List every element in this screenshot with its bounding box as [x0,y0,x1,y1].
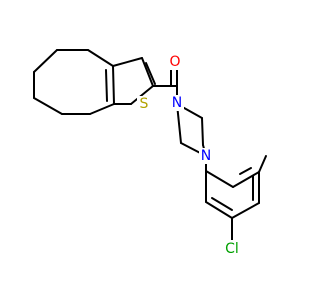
bond [201,117,204,146]
bond [145,62,156,85]
bond [239,167,252,175]
svg-text:N: N [201,148,211,164]
bond [33,97,63,115]
bond [130,85,154,105]
bond [205,201,233,219]
svg-text:N: N [172,95,182,111]
bond [105,69,108,102]
svg-text:Cl: Cl [225,241,239,257]
bond [205,170,234,188]
svg-text:O: O [169,54,180,70]
bond [141,57,154,87]
atom-label-chlorine: Cl [220,240,244,258]
bond [258,155,267,173]
atom-label-nitrogen-bottom: N [199,148,213,164]
bond-lines [33,49,267,249]
atom-label-oxygen: O [168,54,182,70]
bond [232,171,260,188]
svg-text:S: S [140,96,149,112]
chemical-structure: O S N N Cl [33,49,267,258]
bond [89,103,115,115]
atom-label-nitrogen-top: N [170,95,184,111]
bond [211,197,233,211]
bond [112,57,143,67]
bond [112,65,115,105]
bond [33,49,58,73]
bond [231,202,260,219]
bond [87,49,114,67]
atom-label-sulfur: S [137,96,151,112]
